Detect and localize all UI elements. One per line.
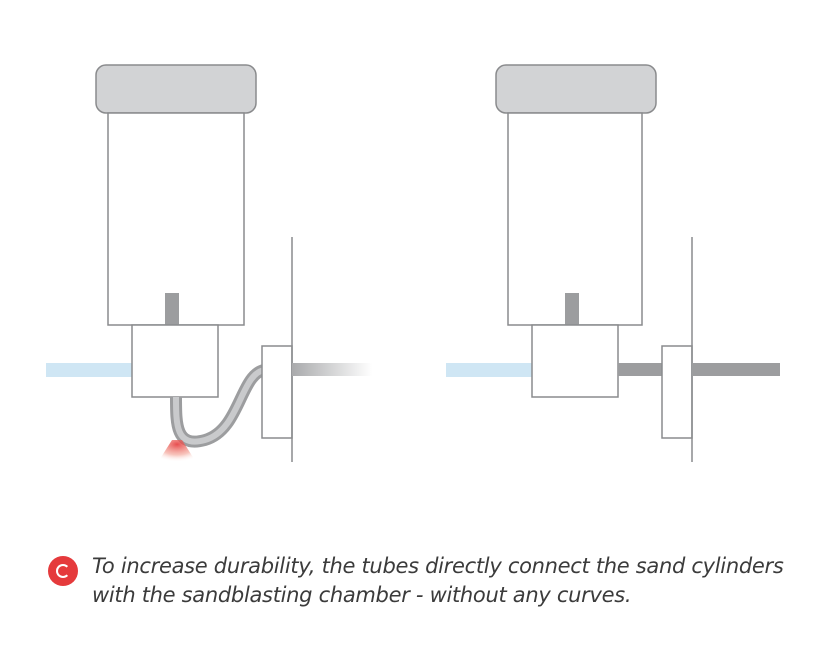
outlet-tube (692, 363, 780, 376)
sand-cylinder-cap (495, 64, 657, 114)
curved-tube-setup (46, 64, 372, 462)
air-inlet-pipe (446, 363, 532, 377)
caption-line-1: To increase durability, the tubes direct… (92, 554, 784, 578)
outlet-tube-fading (292, 363, 372, 376)
chamber-flange (261, 345, 293, 439)
mixing-valve-block (531, 324, 619, 398)
caption: To increase durability, the tubes direct… (48, 552, 788, 610)
straight-tube-setup (446, 64, 780, 462)
caption-marker-icon (48, 556, 78, 586)
sand-cylinder-body (107, 112, 245, 326)
mixing-valve-block (131, 324, 219, 398)
sand-cylinder-cap (95, 64, 257, 114)
straight-sand-tube (618, 363, 662, 376)
caption-line-2: with the sandblasting chamber - without … (92, 583, 632, 607)
cylinder-outlet-stem (565, 293, 579, 325)
caption-text: To increase durability, the tubes direct… (92, 552, 784, 610)
air-inlet-pipe (46, 363, 132, 377)
sand-cylinder-body (507, 112, 643, 326)
wear-hotspot-icon (158, 440, 196, 462)
chamber-flange (661, 345, 693, 439)
curved-sand-tube-inner (173, 367, 266, 445)
cylinder-outlet-stem (165, 293, 179, 325)
